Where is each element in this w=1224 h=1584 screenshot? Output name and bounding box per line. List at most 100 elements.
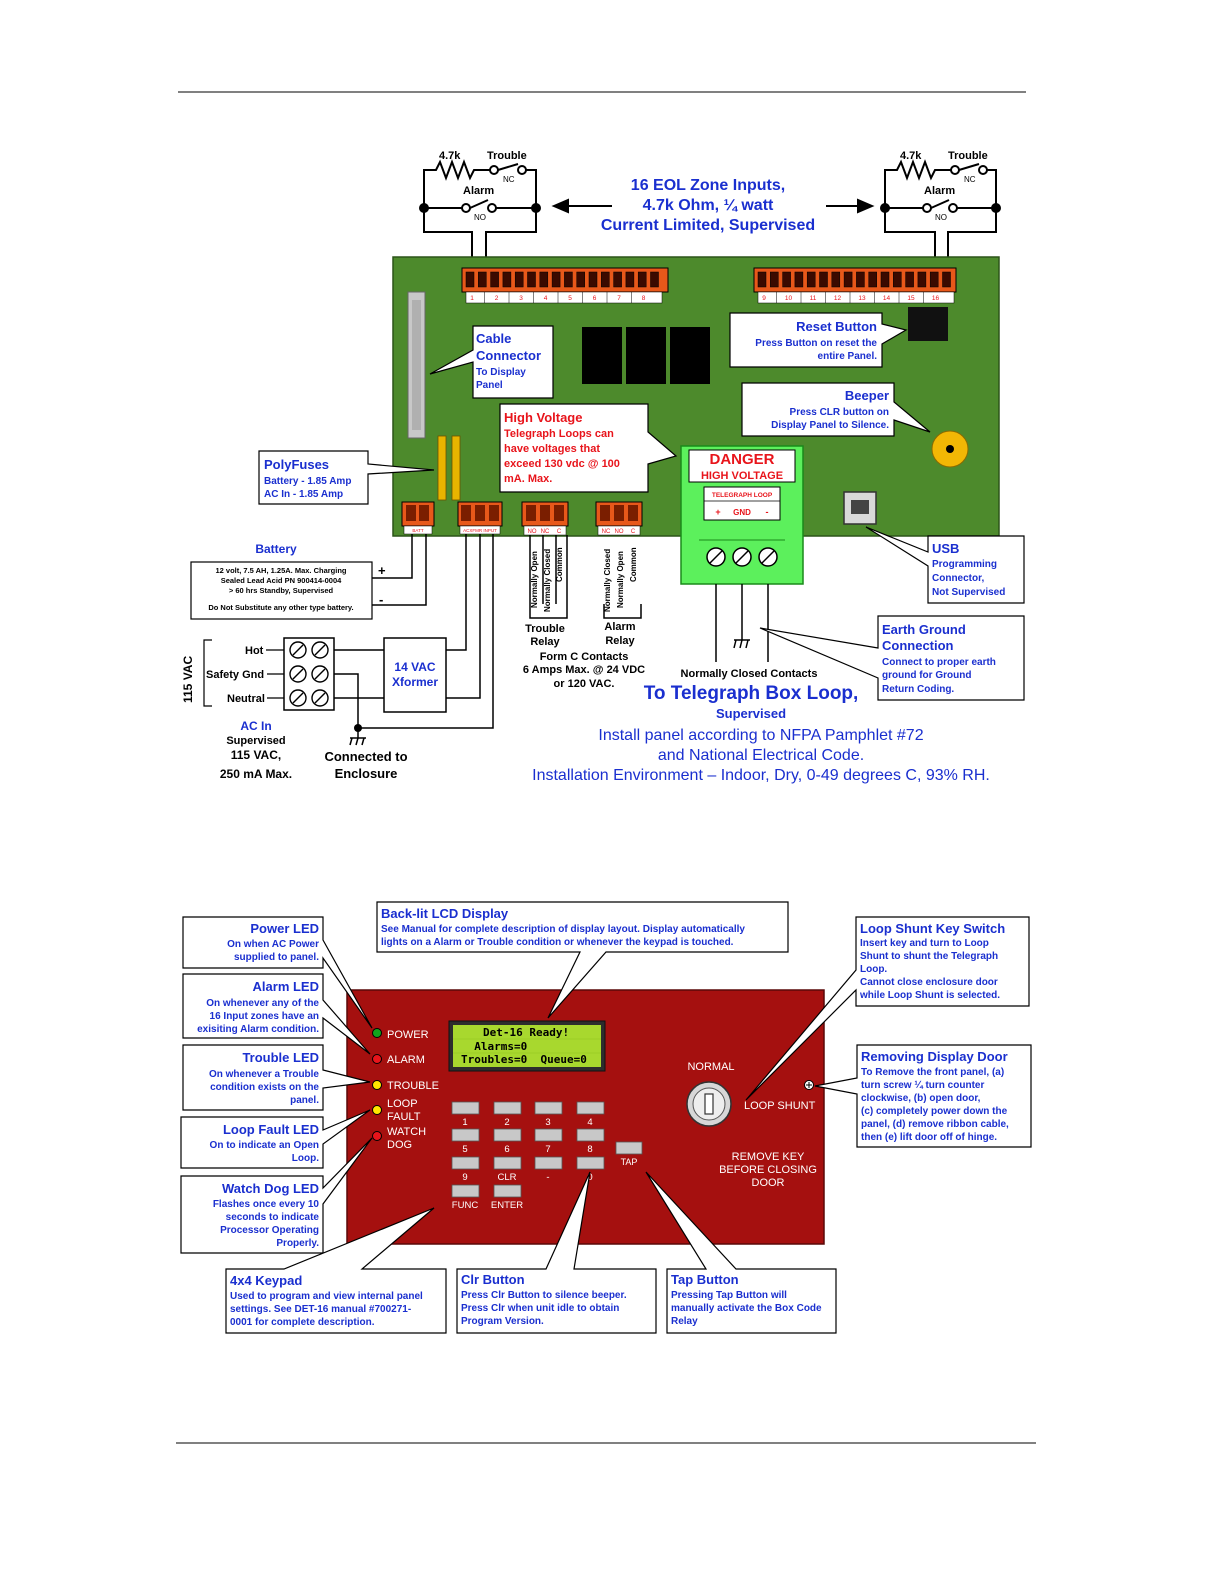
terminal-slot [831, 271, 841, 288]
telegraph-loop-terminal: DANGER HIGH VOLTAGE TELEGRAPH LOOP + GND… [680, 445, 804, 585]
cable-title-1: Cable [476, 331, 511, 346]
danger-title: DANGER [709, 451, 774, 468]
terminal-block-right [753, 267, 957, 304]
alarm-led-line-1: On whenever any of the [206, 998, 319, 1009]
telegraph-wires [715, 584, 769, 662]
tap-callout-line-2: manually activate the Box Code [671, 1303, 822, 1314]
earth-line-3: Return Coding. [882, 684, 954, 695]
shunt-title: Loop Shunt Key Switch [860, 921, 1005, 936]
keypad-key[interactable] [493, 1156, 522, 1170]
keypad-key[interactable] [451, 1156, 480, 1170]
alarm-led [372, 1054, 382, 1064]
terminal-number: 14 [883, 295, 891, 302]
terminal-slot [478, 271, 487, 288]
safety-gnd-label: Safety Gnd [206, 669, 264, 681]
terminal-number: 10 [785, 295, 793, 302]
alarm-label-left: Alarm [463, 185, 494, 197]
terminal-slot [782, 271, 791, 288]
vac-side-label: 115 VAC [181, 656, 195, 703]
keypad-key-label: ENTER [491, 1200, 523, 1211]
keypad-key-label: 5 [462, 1144, 467, 1155]
watch-dog-led-callout: Watch Dog LED Flashes once every 10 seco… [180, 1137, 373, 1254]
keypad-key[interactable] [534, 1101, 563, 1115]
hv-line-2: have voltages that [504, 443, 600, 455]
battery-wires [372, 534, 427, 606]
tap-label: TAP [621, 1157, 638, 1167]
xformer-1: 14 VAC [394, 660, 435, 674]
remove-key-1: REMOVE KEY [732, 1151, 805, 1163]
terminal-slot [806, 271, 816, 288]
terminal-slot [551, 271, 561, 288]
keypad-key-label: 1 [462, 1117, 467, 1128]
power-led-callout: Power LED On when AC Power supplied to p… [182, 916, 373, 1029]
door-line-2: turn screw ¼ turn counter [861, 1080, 984, 1091]
relay2-col-c: Common [629, 547, 638, 582]
earth-ground-callout: Earth Ground Connection Connect to prope… [759, 615, 1025, 701]
keypad-key[interactable] [576, 1101, 605, 1115]
keypad-key[interactable] [576, 1128, 605, 1142]
keypad-key[interactable] [534, 1128, 563, 1142]
earth-line-1: Connect to proper earth [882, 657, 996, 668]
lcd-line-1: Det-16 Ready! [483, 1026, 569, 1039]
keypad-key[interactable] [576, 1156, 605, 1170]
reset-line-2: entire Panel. [818, 351, 878, 362]
watch-dog-line-4: Properly. [276, 1238, 319, 1249]
battery-minus: - [379, 592, 383, 607]
terminal-slot [490, 271, 499, 288]
alarm-led-callout: Alarm LED On whenever any of the 16 Inpu… [182, 973, 371, 1055]
relay-wires [529, 535, 642, 619]
zone-title-2: 4.7k Ohm, ¼ watt [643, 197, 774, 214]
lcd-callout: Back-lit LCD Display See Manual for comp… [376, 901, 789, 1019]
keypad-callout: 4x4 Keypad Used to program and view inte… [225, 1207, 447, 1334]
ic-chip-1 [582, 327, 622, 384]
shunt-line-4: Cannot close enclosure door [860, 977, 998, 988]
battery-box [190, 561, 373, 620]
terminal-number: 7 [617, 295, 621, 302]
door-line-5: panel, (d) remove ribbon cable, [861, 1119, 1009, 1130]
trouble-led-callout: Trouble LED On whenever a Trouble condit… [182, 1044, 371, 1111]
earth-title-2: Connection [882, 638, 954, 653]
terminal-number: 1 [470, 295, 474, 302]
keypad-key[interactable] [493, 1184, 522, 1198]
danger-sub: HIGH VOLTAGE [701, 470, 783, 482]
alarm-relay-connector: NC NO C [595, 501, 643, 536]
terminal-slot [514, 271, 524, 288]
cable-connector-callout: Cable Connector To Display Panel [429, 325, 554, 399]
xformer-box [383, 637, 447, 713]
terminal-slot [588, 271, 598, 288]
acin-1: AC In [240, 719, 271, 733]
keypad-key[interactable] [451, 1184, 480, 1198]
trouble-led-line-3: panel. [290, 1095, 319, 1106]
hv-title: High Voltage [504, 410, 582, 425]
terminal-number: 3 [519, 295, 523, 302]
keypad-key[interactable] [534, 1156, 563, 1170]
terminal-number: 5 [568, 295, 572, 302]
keypad-key-label: 8 [587, 1144, 592, 1155]
usb-title: USB [932, 541, 959, 556]
power-led-title: Power LED [250, 921, 319, 936]
keypad-key[interactable] [451, 1101, 480, 1115]
relay-label-c-1: C [557, 529, 562, 535]
led-label-power: POWER [387, 1029, 429, 1041]
alarm-led-line-3: exisiting Alarm condition. [197, 1024, 319, 1035]
keypad-key[interactable] [493, 1101, 522, 1115]
terminal-slot [770, 271, 779, 288]
tap-callout-line-1: Pressing Tap Button will [671, 1290, 787, 1301]
watch-dog-line-2: seconds to indicate [226, 1212, 320, 1223]
earth-title-1: Earth Ground [882, 622, 966, 637]
watch-dog-line-1: Flashes once every 10 [213, 1199, 320, 1210]
ac-wires [334, 534, 494, 729]
shunt-line-1: Insert key and turn to Loop [860, 938, 989, 949]
keypad-callout-line-1: Used to program and view internal panel [230, 1291, 423, 1302]
clr-callout-line-1: Press Clr Button to silence beeper. [461, 1290, 627, 1301]
tap-button[interactable] [615, 1141, 643, 1155]
terminal-number: 11 [810, 295, 817, 302]
led-indicators: POWER ALARM TROUBLE LOOP FAULT WATCH DOG [372, 1028, 439, 1151]
relay-label-c-2: C [631, 529, 636, 535]
door-line-3: clockwise, (b) open door, [861, 1093, 981, 1104]
usb-line-2: Connector, [932, 573, 984, 584]
keypad-key[interactable] [493, 1128, 522, 1142]
keypad-key[interactable] [451, 1128, 480, 1142]
terminal-number: 8 [642, 295, 646, 302]
terminal-slot [650, 271, 659, 288]
